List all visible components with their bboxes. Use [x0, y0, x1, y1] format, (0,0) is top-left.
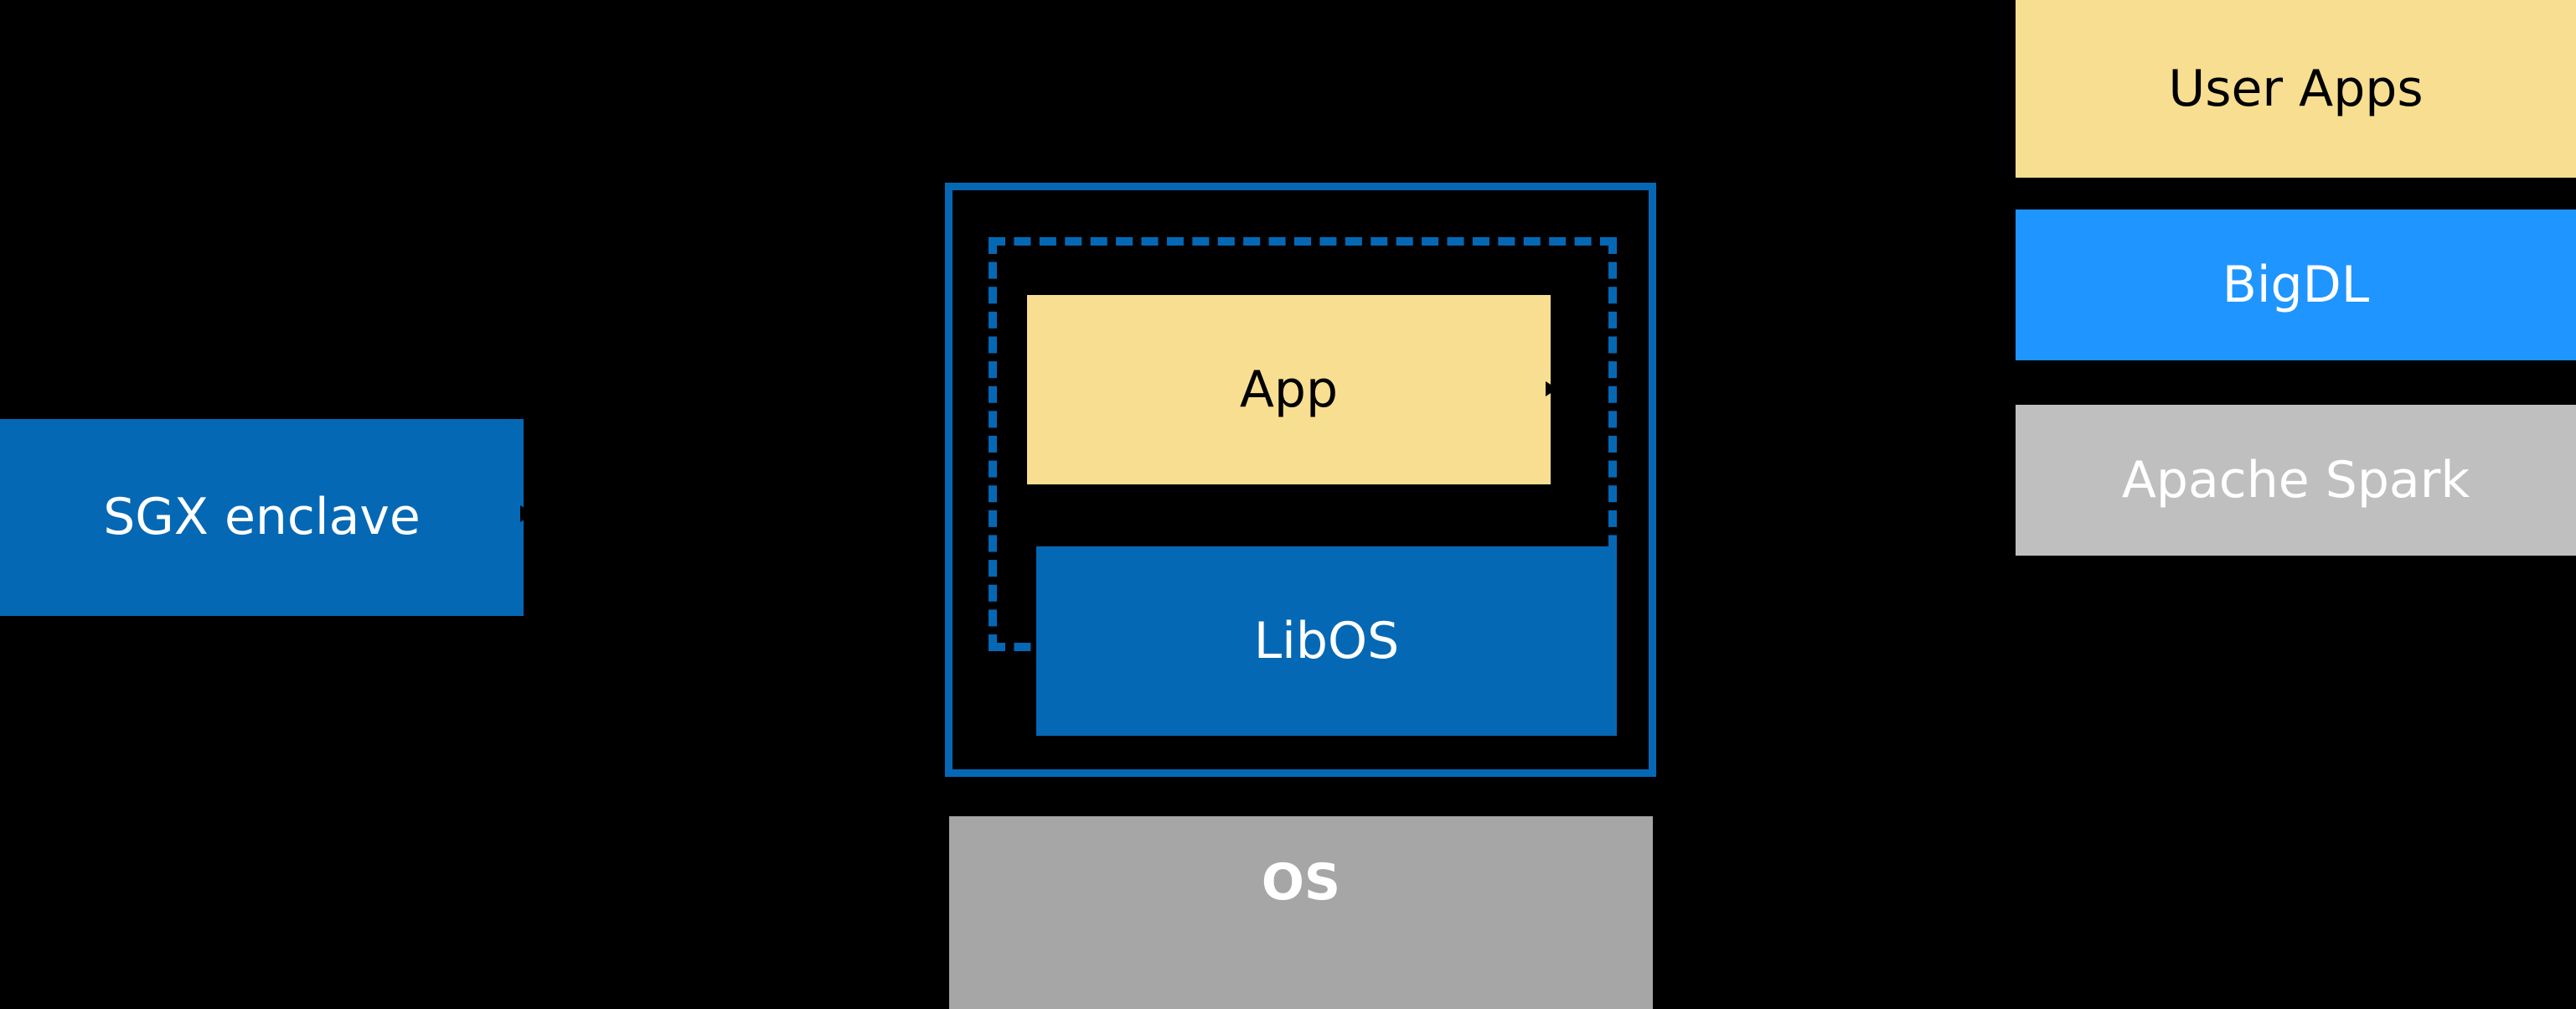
libos-box[interactable]: LibOS	[1036, 546, 1617, 736]
app-box[interactable]: App	[1027, 295, 1551, 484]
os-box[interactable]: OS	[949, 816, 1653, 1009]
enclave-outer-boundary	[945, 183, 1656, 777]
user-apps-label: User Apps	[2168, 59, 2424, 118]
bigdl-box[interactable]: BigDL	[2016, 210, 2576, 360]
arrow-right-icon	[1546, 381, 1557, 396]
bigdl-label: BigDL	[2222, 255, 2370, 314]
sgx-enclave-label: SGX enclave	[103, 488, 421, 546]
apache-spark-box[interactable]: Apache Spark	[2016, 405, 2576, 556]
user-apps-box[interactable]: User Apps	[2016, 0, 2576, 178]
arrow-right-icon	[520, 505, 534, 522]
app-label: App	[1239, 360, 1339, 419]
sgx-enclave-box[interactable]: SGX enclave	[0, 419, 524, 616]
apache-spark-label: Apache Spark	[2121, 450, 2470, 510]
libos-label: LibOS	[1253, 611, 1400, 670]
os-label: OS	[1261, 853, 1341, 912]
